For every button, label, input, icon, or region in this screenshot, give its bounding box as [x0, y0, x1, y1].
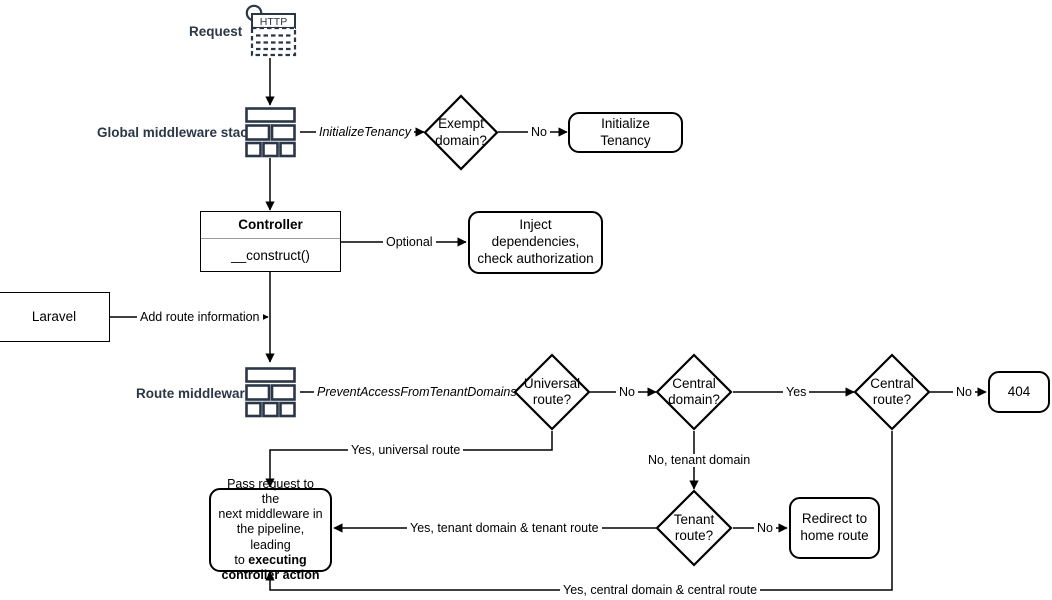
- decision-universal-route-line1: Universal: [523, 375, 581, 391]
- edge-label-add-route-information: Add route information: [137, 311, 263, 324]
- decision-central-route-line1: Central: [870, 375, 914, 391]
- decision-tenant-route-line2: route?: [674, 528, 714, 543]
- node-initialize-tenancy-label: Initialize Tenancy: [600, 115, 651, 148]
- node-pass-request-line2: next middleware in: [218, 507, 323, 522]
- edge-label-tenant-route-no: No: [754, 522, 776, 535]
- node-pass-request-line4-plain: to: [234, 552, 249, 567]
- global-middleware-stack-label: Global middleware stack: [97, 125, 256, 140]
- svg-text:HTTP: HTTP: [260, 16, 287, 28]
- edge-label-yes-central-domain-central-route: Yes, central domain & central route: [560, 584, 761, 597]
- edge-label-universal-no: No: [616, 386, 638, 399]
- edge-label-central-route-no: No: [953, 386, 975, 399]
- middleware-stack-icon: [244, 106, 298, 158]
- decision-central-domain[interactable]: Central domain?: [655, 353, 733, 431]
- edge-label-no-tenant-domain: No, tenant domain: [645, 454, 754, 467]
- decision-central-route[interactable]: Central route?: [853, 353, 931, 431]
- node-pass-request[interactable]: Pass request to the next middleware in t…: [209, 477, 332, 582]
- decision-universal-route-line2: route?: [532, 392, 572, 407]
- node-pass-request-line3: the pipeline, leading: [236, 522, 305, 552]
- decision-tenant-route-line1: Tenant: [673, 511, 715, 527]
- decision-tenant-route[interactable]: Tenant route?: [655, 489, 733, 567]
- http-document-icon: HTTP: [244, 4, 298, 60]
- node-pass-request-line5-bold: controller action: [221, 568, 320, 583]
- edge-label-optional: Optional: [383, 236, 436, 249]
- decision-exempt-domain[interactable]: Exempt domain?: [423, 94, 499, 171]
- node-redirect-home-route-line1: Redirect to: [801, 511, 868, 527]
- edge-label-yes-universal-route: Yes, universal route: [348, 444, 464, 457]
- decision-exempt-domain-line2: domain?: [435, 132, 487, 148]
- route-middleware-stack-icon: [244, 366, 298, 418]
- node-pass-request-line1: Pass request to the: [227, 476, 314, 506]
- decision-central-domain-line2: domain?: [668, 392, 720, 407]
- edge-label-central-domain-yes: Yes: [783, 386, 810, 399]
- node-laravel-label: Laravel: [31, 308, 77, 324]
- node-404-label: 404: [1007, 383, 1031, 399]
- edge-label-prevent-access: PreventAccessFromTenantDomains: [314, 386, 520, 399]
- edge-label-yes-tenant-domain-tenant-route: Yes, tenant domain & tenant route: [407, 522, 602, 535]
- decision-exempt-domain-line1: Exempt: [438, 116, 484, 132]
- node-inject-dependencies-line2: check authorization: [477, 250, 594, 266]
- node-controller[interactable]: Controller __construct(): [200, 211, 341, 272]
- decision-central-domain-line1: Central: [672, 375, 716, 391]
- node-404[interactable]: 404: [988, 371, 1050, 413]
- node-laravel[interactable]: Laravel: [0, 292, 110, 342]
- edge-label-exempt-no: No: [528, 126, 550, 139]
- request-label: Request: [189, 24, 243, 39]
- node-redirect-home-route-line2: home route: [800, 528, 869, 543]
- node-pass-request-line4-bold: executing: [248, 552, 307, 567]
- node-controller-method: __construct(): [231, 248, 310, 263]
- decision-universal-route[interactable]: Universal route?: [513, 353, 591, 431]
- route-middleware-label: Route middleware: [136, 386, 253, 401]
- node-controller-title: Controller: [201, 212, 340, 239]
- node-inject-dependencies[interactable]: Inject dependencies, check authorization: [468, 211, 603, 274]
- decision-central-route-line2: route?: [872, 392, 912, 407]
- edge-label-initialize-tenancy: InitializeTenancy: [316, 126, 414, 139]
- node-redirect-home-route[interactable]: Redirect to home route: [789, 497, 880, 559]
- node-inject-dependencies-line1: Inject dependencies,: [491, 217, 580, 250]
- node-initialize-tenancy[interactable]: Initialize Tenancy: [568, 112, 683, 153]
